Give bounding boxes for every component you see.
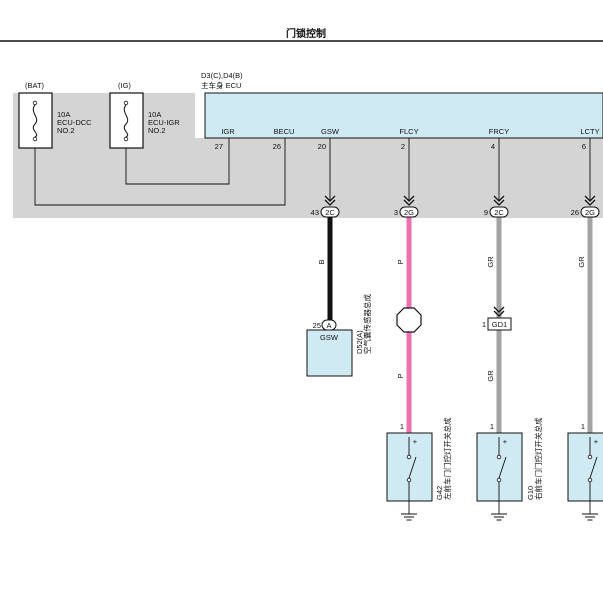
ecu-pin-number-26: 26 (273, 142, 281, 151)
wire-color-label: P (396, 373, 405, 378)
switch-contact-icon (498, 456, 507, 479)
connector-9-2c: 2C 9 (484, 206, 509, 218)
ecu-pin-flcy: FLCY (399, 127, 418, 136)
connector-chevron-icon (493, 195, 505, 206)
ecu-code: D3(C),D4(B) (201, 71, 243, 80)
wire-igr-to-fuse-2 (125, 138, 230, 185)
wire-becu-to-fuse-1 (34, 138, 286, 206)
sensor-name: 空气囊传感器总成 (362, 294, 372, 354)
switch-plus-label: + (413, 437, 418, 446)
page-title: 门锁控制 (286, 27, 326, 40)
connector-chevron-icon (584, 195, 596, 206)
fuse-2-terminal-bottom (123, 136, 129, 142)
connector-id: 2G (404, 208, 414, 217)
switch-box (386, 432, 433, 502)
switch-pin: 1 (400, 422, 404, 431)
airbag-sensor-box (306, 329, 353, 377)
connector-id: 2G (585, 208, 595, 217)
door-switch-g10: 1 + G10 右前车门门控灯开关总成 (476, 417, 543, 521)
wire-color-label: GR (486, 370, 495, 382)
fuse-1-source: (BAT) (25, 81, 45, 90)
sensor-connector-id: A (326, 321, 331, 330)
fuse-2-amps: 10A (148, 110, 161, 119)
door-switch-partial: 1 + (567, 422, 603, 521)
connector-id: 2C (494, 208, 504, 217)
fuse-2-name-2: NO.2 (148, 126, 166, 135)
fuse-2-element-icon (123, 104, 129, 138)
ecu-pin-becu: BECU (274, 127, 295, 136)
switch-plus-label: + (594, 437, 599, 446)
fuse-1-terminal-bottom (32, 136, 38, 142)
ground-icon (401, 513, 417, 521)
fuse-1-name: ECU-DCC (57, 118, 92, 127)
connector-pin: 43 (311, 208, 319, 217)
switch-plus-label: + (503, 437, 508, 446)
junction-gd1 (487, 317, 512, 331)
sensor-pin-label: GSW (320, 333, 339, 342)
fuse-1-terminal-top (32, 100, 38, 106)
wire-color-label: B (317, 259, 326, 264)
sensor-code: D52(A) (355, 330, 364, 354)
switch-name: 左前车门门控灯开关总成 (442, 417, 452, 500)
wire-color-label: GR (486, 256, 495, 268)
switch-name: 右前车门门控灯开关总成 (533, 417, 543, 500)
junction-chevron-icon (493, 306, 505, 317)
switch-box (476, 432, 523, 502)
sensor-pin: 25 (313, 321, 321, 330)
ecu-pin-number-4: 4 (491, 142, 495, 151)
connector-26-2g: 2G 26 (571, 206, 600, 218)
junction-id: GD1 (492, 320, 507, 329)
connector-chevron-icon (403, 195, 415, 206)
connector-pin: 26 (571, 208, 579, 217)
fuse-2-name: ECU-IGR (148, 118, 180, 127)
door-switch-g42: 1 + G42 左前车门门控灯开关总成 (386, 417, 452, 521)
switch-box (567, 432, 603, 502)
switch-code: G10 (526, 486, 535, 500)
ecu-pin-gsw: GSW (321, 127, 340, 136)
ecu-pin-number-2: 2 (401, 142, 405, 151)
connector-pin: 9 (484, 208, 488, 217)
fuse-1-amps: 10A (57, 110, 70, 119)
connector-id: 2C (325, 208, 335, 217)
switch-pin: 1 (490, 422, 494, 431)
connector-pin: 3 (394, 208, 398, 217)
connector-chevron-icon (324, 195, 336, 206)
main-body-ecu (204, 92, 603, 139)
fuse-2-terminal-top (123, 100, 129, 106)
wire-color-label: GR (577, 256, 586, 268)
switch-contact-icon (408, 456, 417, 479)
ecu-pin-number-20: 20 (318, 142, 326, 151)
connector-3-2g: 2G 3 (394, 206, 419, 218)
fuse-2-source: (IG) (118, 81, 131, 90)
ecu-pin-number-27: 27 (215, 142, 223, 151)
splice-octagon-icon (396, 307, 422, 333)
junction-pin: 1 (482, 320, 486, 329)
ground-icon (582, 513, 598, 521)
fuse-1-name-2: NO.2 (57, 126, 75, 135)
switch-code: G42 (435, 486, 444, 500)
ecu-pin-lcty: LCTY (580, 127, 599, 136)
ecu-pin-igr: IGR (221, 127, 235, 136)
switch-pin: 1 (581, 422, 585, 431)
wire-color-label: P (396, 259, 405, 264)
ground-icon (491, 513, 507, 521)
ecu-pin-number-6: 6 (582, 142, 586, 151)
fuse-1-element-icon (32, 104, 38, 138)
switch-contact-icon (589, 456, 598, 479)
ecu-name: 主车身 ECU (201, 80, 241, 90)
connector-43-2c: 2C 43 (311, 206, 340, 218)
ecu-pin-frcy: FRCY (489, 127, 509, 136)
